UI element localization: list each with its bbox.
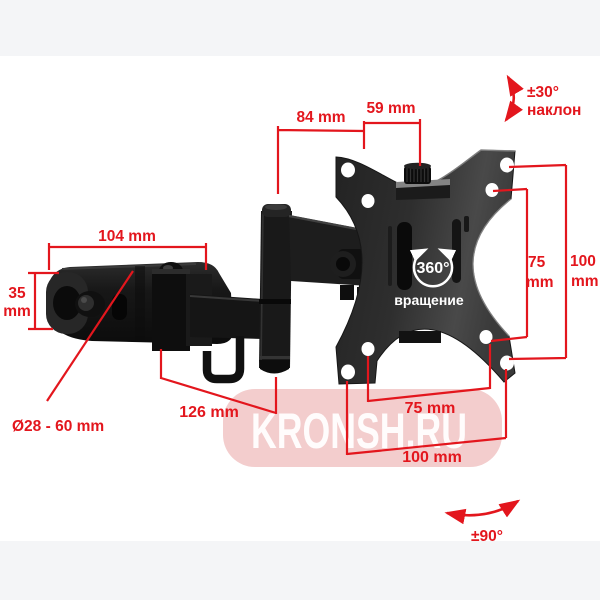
vesa-holes <box>341 157 514 380</box>
knob-top <box>404 162 431 170</box>
clamp-knob-highlight <box>81 297 87 303</box>
lower-arm-highlight <box>189 295 264 302</box>
knob-knurl-ridges <box>406 167 429 182</box>
post-body <box>259 211 292 368</box>
vesa-hole <box>341 162 355 178</box>
clamp-height-unit: mm <box>3 303 31 320</box>
pipe-diameter-label: Ø28 - 60 mm <box>12 418 104 435</box>
post-edge-highlight <box>260 211 264 367</box>
watermark: KRONSH.RU <box>223 389 502 467</box>
plate-groove <box>388 226 392 286</box>
dimension-vesa-bottom-100: 100 mm <box>345 369 508 466</box>
watermark-pill <box>223 389 502 467</box>
vesa-hole <box>361 194 375 208</box>
adjustment-knob <box>396 162 450 200</box>
plate-slot-left <box>397 222 412 290</box>
vesa-hole <box>361 342 375 356</box>
dimension-clamp-height-35: 35 mm <box>3 271 59 331</box>
dimension-vesa-right-75: 75 mm <box>490 187 554 343</box>
clamp-width-label: 104 mm <box>98 228 156 245</box>
bracket-plate-front <box>152 269 190 351</box>
vesa-right-75-unit: mm <box>526 274 554 291</box>
dimension-arm-top-84: 84 mm <box>276 109 366 194</box>
rotation-circle-arrow-icon <box>409 248 457 288</box>
clamp-shade <box>135 266 145 340</box>
clamp-end-hole <box>53 286 81 320</box>
vesa-plate: 360° вращение <box>335 149 516 385</box>
plate-bottom-clip <box>399 331 441 343</box>
dimension-lines <box>508 163 568 361</box>
vesa-right-100-unit: mm <box>571 273 599 290</box>
swivel-angle-label: ±90° <box>471 528 503 545</box>
watermark-brand-text: KRONSH.RU <box>251 403 467 459</box>
dimension-lines <box>364 119 422 166</box>
dimension-lines <box>345 369 508 456</box>
dimension-arm-bottom-126: 126 mm <box>159 349 278 421</box>
plate-top-width-label: 59 mm <box>366 100 415 117</box>
rotation-caption-label: вращение <box>394 292 464 308</box>
dimension-lines <box>276 121 366 194</box>
rotation-badge: 360° вращение <box>394 248 464 308</box>
plate-right-bevel <box>472 198 512 337</box>
dimension-plate-top-59: 59 mm <box>364 100 422 166</box>
dimension-lines <box>47 243 208 270</box>
vesa-hole <box>500 355 514 371</box>
clamp-recess <box>112 294 127 320</box>
vesa-hole <box>479 330 493 344</box>
plate-clip-left <box>340 285 354 300</box>
dimension-lines <box>366 344 492 403</box>
plate-notch <box>464 216 469 232</box>
clamp-front-knob-cap <box>78 295 94 311</box>
arm-bottom-length-label: 126 mm <box>179 404 239 421</box>
tilt-annotation: ±30° наклон <box>504 74 581 123</box>
vesa-hole <box>341 364 355 380</box>
lower-arm <box>189 294 264 339</box>
vesa-right-75-value: 75 <box>528 254 546 271</box>
vesa-bottom-75-label: 75 mm <box>405 400 456 417</box>
clamp-height-value: 35 <box>8 285 26 302</box>
knob-bracket-body <box>396 185 450 200</box>
tilt-arrow-icon <box>504 74 524 123</box>
post-cap-highlight <box>265 204 287 210</box>
cable-hook <box>202 336 245 384</box>
post-hinge-seam <box>259 299 291 304</box>
vertical-post <box>259 204 292 374</box>
dimension-lines <box>28 271 59 331</box>
dimension-lines <box>490 187 529 343</box>
dimension-vesa-bottom-75: 75 mm <box>366 344 492 417</box>
post-bottom-cap <box>259 360 290 374</box>
dimension-pipe-diameter: Ø28 - 60 mm <box>12 270 134 435</box>
dimension-vesa-right-100: 100 mm <box>508 163 599 361</box>
post-bottom-ring <box>260 356 290 359</box>
vesa-right-100-value: 100 <box>570 253 596 270</box>
vesa-hole <box>500 157 514 173</box>
pivot-bolt <box>336 257 350 271</box>
bracket-top-edge <box>152 269 190 274</box>
vesa-bottom-100-label: 100 mm <box>402 449 462 466</box>
tilt-caption-label: наклон <box>527 102 581 119</box>
lower-arm-bar <box>190 294 263 339</box>
top-band <box>0 0 600 56</box>
rotation-angle-label: 360° <box>416 260 449 277</box>
tilt-angle-label: ±30° <box>527 84 559 101</box>
bottom-band <box>0 541 600 600</box>
dimension-clamp-width-104: 104 mm <box>47 228 208 270</box>
leader-line <box>46 270 134 402</box>
dimension-lines <box>159 349 278 415</box>
plate-slot-right <box>452 219 461 283</box>
vesa-hole <box>485 183 499 197</box>
swivel-arrow-icon <box>444 499 521 525</box>
arm-top-width-label: 84 mm <box>296 109 345 126</box>
swivel-annotation: ±90° <box>444 499 521 545</box>
